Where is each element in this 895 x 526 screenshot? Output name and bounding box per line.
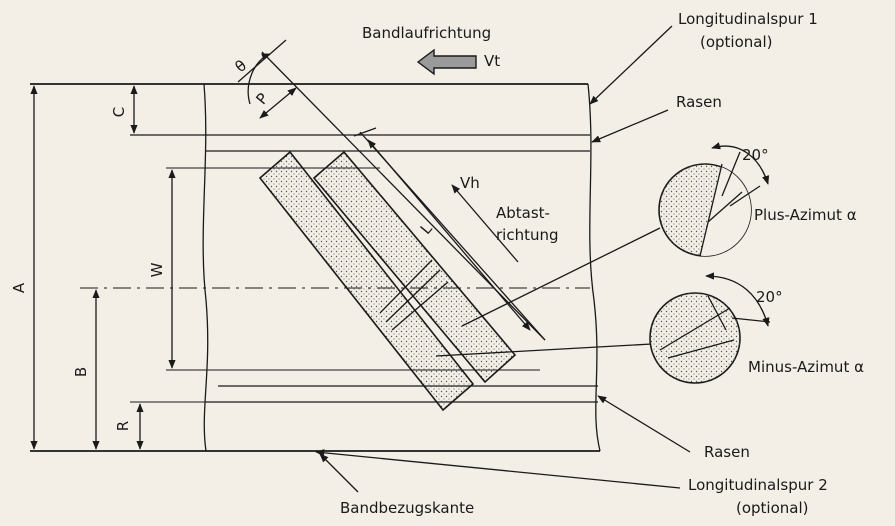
scan-direction-arrow — [451, 184, 519, 263]
vt-label: Vt — [484, 52, 500, 70]
rasen-top-label: Rasen — [676, 93, 722, 111]
minus-angle-arc — [705, 272, 770, 327]
rasen-bottom-label: Rasen — [704, 443, 750, 461]
longitudinal-2-optional: (optional) — [736, 499, 809, 517]
tape — [30, 83, 601, 452]
tape-right-break — [587, 83, 601, 452]
dim-b-label: B — [72, 367, 90, 377]
plus-azimuth-label: Plus-Azimut α — [754, 206, 857, 224]
leader-longitudinal-1 — [589, 25, 673, 105]
dim-c-label: C — [110, 107, 128, 117]
dim-w-label: W — [148, 262, 166, 277]
dim-l-label: L — [417, 219, 437, 237]
theta-arc — [247, 53, 271, 105]
tape-direction-label: Bandlaufrichtung — [362, 24, 491, 42]
longitudinal-1-label: Longitudinalspur 1 — [678, 10, 818, 28]
leader-lines — [315, 25, 691, 493]
longitudinal-2-label: Longitudinalspur 2 — [688, 476, 828, 494]
dim-r-label: R — [114, 421, 132, 431]
minus-azimuth-cross — [667, 339, 735, 359]
minus-angle-leg-2 — [731, 317, 771, 323]
leader-plus-detail — [461, 227, 661, 327]
leader-minus-detail — [435, 343, 653, 357]
track-plus — [258, 150, 475, 412]
tape-left-break — [202, 83, 209, 452]
vh-label: Vh — [460, 174, 480, 192]
dimension-lines — [30, 85, 176, 450]
leader-rasen-top — [591, 109, 669, 143]
minus-azimuth-label: Minus-Azimut α — [748, 358, 864, 376]
leader-reference-edge — [319, 453, 359, 493]
minus-azimuth-detail — [649, 272, 771, 384]
plus-angle-arc — [711, 142, 770, 185]
theta-leg — [237, 39, 287, 83]
p-dimension — [259, 87, 297, 119]
minus-angle-value: 20° — [756, 288, 783, 306]
l-top-tick — [353, 127, 377, 137]
plus-angle-value: 20° — [742, 146, 769, 164]
dim-p-label: P — [252, 90, 272, 109]
pitch-construction — [237, 39, 546, 341]
plus-azimuth-cross — [707, 191, 743, 223]
reference-edge-label: Bandbezugskante — [340, 499, 474, 517]
l-dimension — [367, 139, 531, 331]
scan-direction-label-1: Abtast- — [496, 204, 550, 222]
plus-angle-leg-2 — [729, 185, 761, 207]
scan-direction-label-2: richtung — [496, 226, 559, 244]
tape-direction-arrow — [416, 48, 477, 76]
leader-longitudinal-2 — [315, 449, 681, 489]
leader-rasen-bottom — [597, 395, 691, 453]
longitudinal-1-optional: (optional) — [700, 33, 773, 51]
dim-a-label: A — [10, 282, 28, 293]
